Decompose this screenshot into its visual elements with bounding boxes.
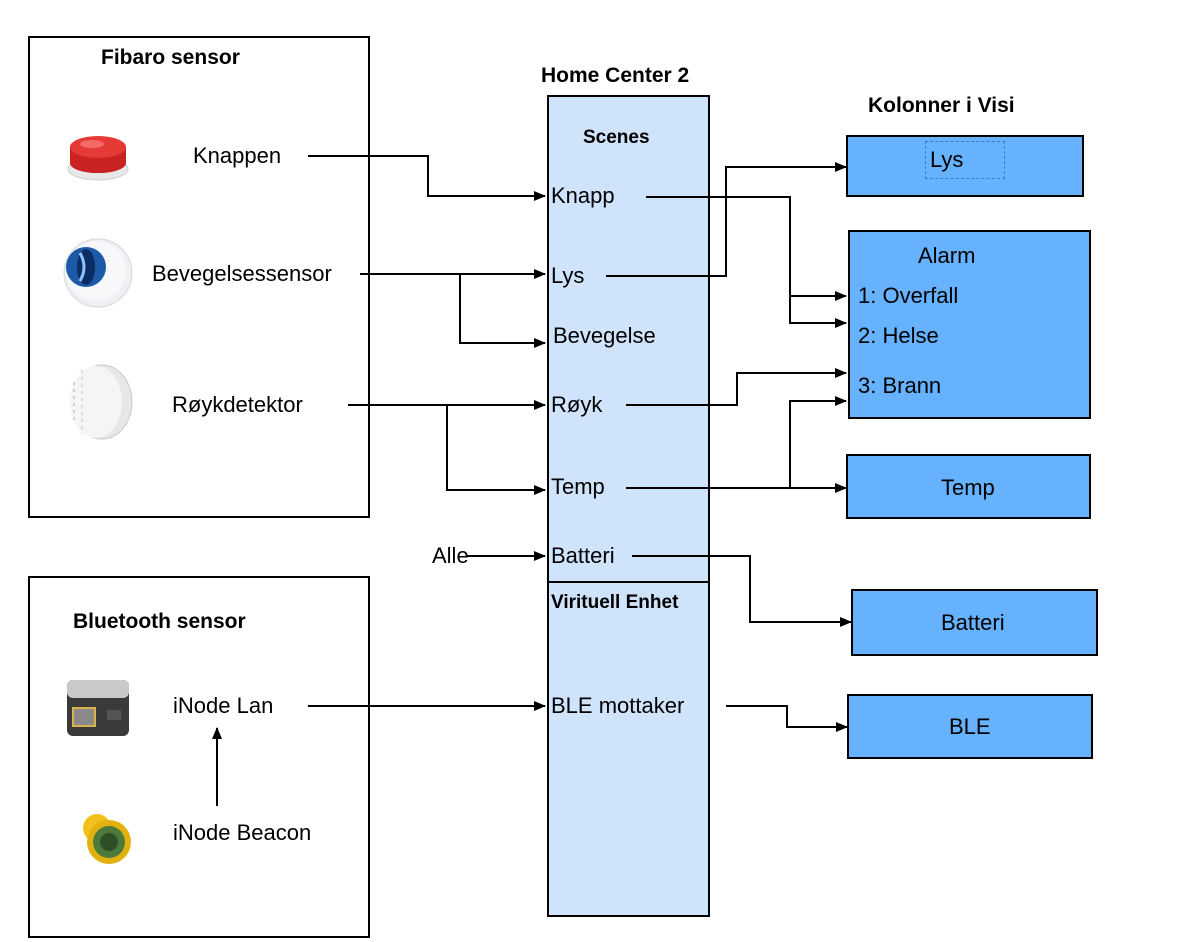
beacon-icon [83,814,131,864]
column-ble-box [847,694,1093,759]
column-lys-box [846,135,1084,197]
column-temp-box [846,454,1091,519]
wire-bevegelse-bevegelse [459,274,546,348]
scene-lys-label: Lys [551,263,585,288]
motion-sensor-icon [63,238,133,308]
alarm-item: 2: Helse [858,323,939,348]
scene-batteri-label: Batteri [551,543,615,568]
scene-knapp-label: Knapp [551,183,615,208]
scene-temp-label: Temp [551,474,605,499]
column-ble-label: BLE [949,714,991,739]
sensor-inode-beacon-label: iNode Beacon [173,820,312,845]
alarm-item: 3: Brann [858,373,942,398]
home-center-box [547,95,710,917]
bluetooth-sensor-group [28,576,370,938]
wire-lys-column [606,162,847,277]
wire-temp-brann [789,396,847,488]
scene-bevegelse-label: Bevegelse [553,323,656,348]
fibaro-title: Fibaro sensor [101,46,240,69]
scene-ble-label: BLE mottaker [551,693,685,718]
column-alarm-box [848,230,1091,419]
smoke-detector-icon [70,364,133,440]
column-temp-label: Temp [941,475,995,500]
alarm-item: 1: Overfall [858,283,959,308]
sensor-inode-lan-label: iNode Lan [173,693,274,718]
hub-divider [547,581,710,583]
wire-knappen-knapp [308,155,546,201]
visi-title: Kolonner i Visi [868,94,1015,117]
lys-dashed-selection [925,141,1005,179]
scenes-title: Scenes [583,127,650,148]
column-lys-label: Lys [930,147,964,172]
home-center-title: Home Center 2 [541,64,690,87]
sensor-bevegelse-label: Bevegelsessensor [152,261,332,286]
sensor-royk-label: Røykdetektor [172,392,303,417]
column-alarm-label: Alarm [918,243,976,268]
scene-royk-label: Røyk [551,392,603,417]
wire-knapp-overfall [646,196,847,301]
wire-ble-column [726,705,848,732]
alle-label: Alle [432,543,469,568]
sensor-knappen-label: Knappen [193,143,282,168]
wire-royk-brann [626,368,847,406]
wire-royk-temp [446,405,546,495]
red-button-icon [67,136,129,181]
wire-knapp-helse [789,296,847,328]
gateway-icon [67,680,129,736]
column-batteri-label: Batteri [941,610,1005,635]
virtual-device-title: Virituell Enhet [551,592,679,613]
column-batteri-box [851,589,1098,656]
wire-batteri-column [632,555,852,627]
bluetooth-title: Bluetooth sensor [73,610,246,633]
